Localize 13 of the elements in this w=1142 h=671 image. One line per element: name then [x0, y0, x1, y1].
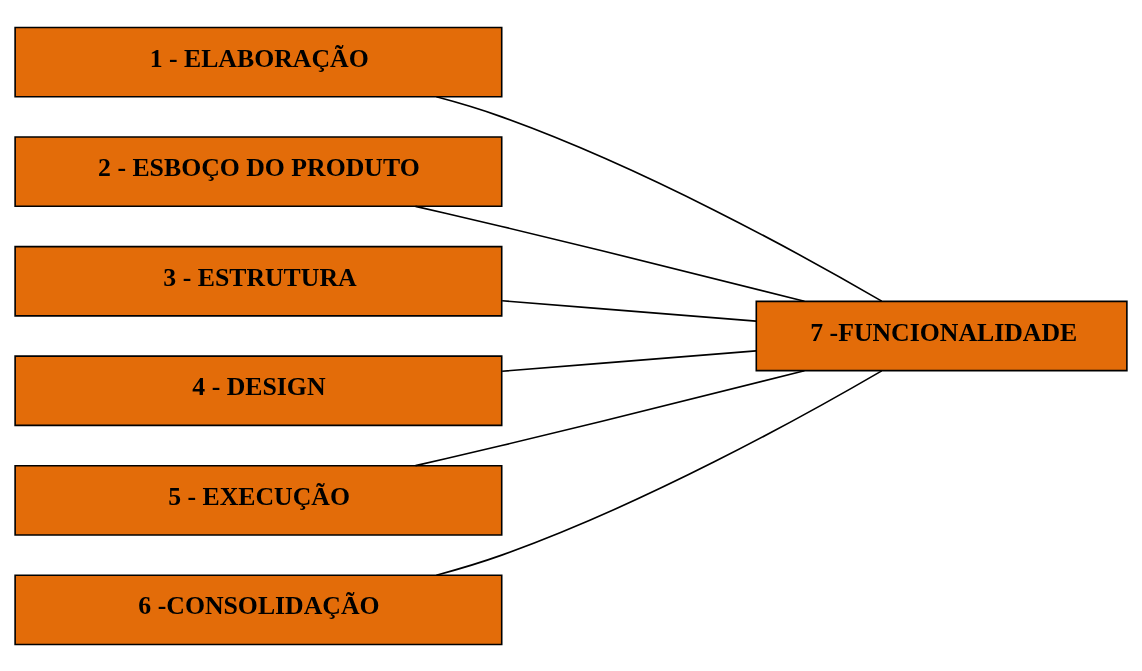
node-box: 3 - ESTRUTURA	[14, 245, 503, 317]
connector	[414, 369, 806, 466]
connector	[414, 205, 806, 302]
node-box: 4 - DESIGN	[14, 354, 503, 426]
connector	[435, 95, 883, 302]
node-box: 1 - ELABORAÇÃO	[14, 26, 503, 98]
node-box: 2 - ESBOÇO DO PRODUTO	[14, 135, 503, 207]
node-box: 5 - EXECUÇÃO	[14, 464, 503, 536]
node-box: 7 -FUNCIONALIDADE	[755, 300, 1128, 371]
connector	[501, 299, 757, 322]
node-box: 6 -CONSOLIDAÇÃO	[14, 573, 503, 645]
connector	[435, 369, 883, 576]
connector	[501, 349, 757, 372]
